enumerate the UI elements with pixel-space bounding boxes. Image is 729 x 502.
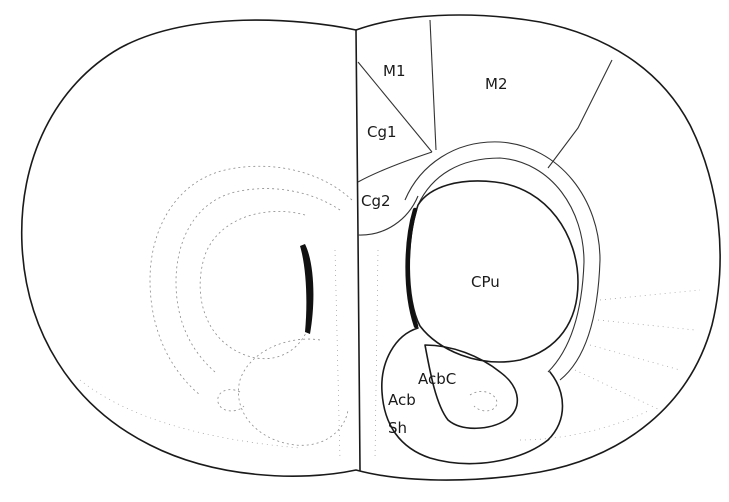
- accumbens-left: [238, 339, 348, 445]
- lateral-fibres-right-3: [590, 345, 680, 370]
- brain-outline: [22, 15, 720, 480]
- label-cg2: Cg2: [361, 192, 391, 210]
- label-acb: Acb: [388, 391, 416, 409]
- label-cpu: CPu: [471, 273, 500, 291]
- label-cg1: Cg1: [367, 123, 397, 141]
- caudate-putamen-outline: [409, 181, 578, 362]
- midline-septal-dots-2: [375, 250, 378, 460]
- ventral-fibres-left: [80, 380, 300, 448]
- midline: [356, 30, 360, 470]
- lateral-ventricle-left: [300, 244, 313, 334]
- anterior-commissure-left: [218, 390, 244, 411]
- midline-septal-dots: [335, 250, 340, 460]
- label-sh: Sh: [388, 419, 407, 437]
- corpus-callosum-left-outer: [150, 166, 352, 395]
- corpus-callosum-left-inner: [176, 189, 340, 372]
- m2-lateral-border: [548, 60, 612, 168]
- lateral-fibres-right-1: [600, 290, 700, 300]
- cg1-cg2-border: [358, 152, 432, 182]
- lateral-ventricle-right: [408, 210, 416, 326]
- ventral-fibres-right: [520, 410, 650, 440]
- lateral-fibres-right-2: [598, 320, 695, 330]
- caudate-putamen-left: [200, 211, 312, 358]
- lateral-fibres-right-4: [575, 370, 660, 410]
- corpus-callosum-right-inner: [418, 158, 584, 372]
- anterior-commissure: [470, 391, 497, 410]
- label-m2: M2: [485, 75, 508, 93]
- label-m1: M1: [383, 62, 406, 80]
- label-acbc: AcbC: [418, 370, 456, 388]
- m1-m2-border: [430, 20, 436, 150]
- corpus-callosum-right-outer: [405, 142, 600, 380]
